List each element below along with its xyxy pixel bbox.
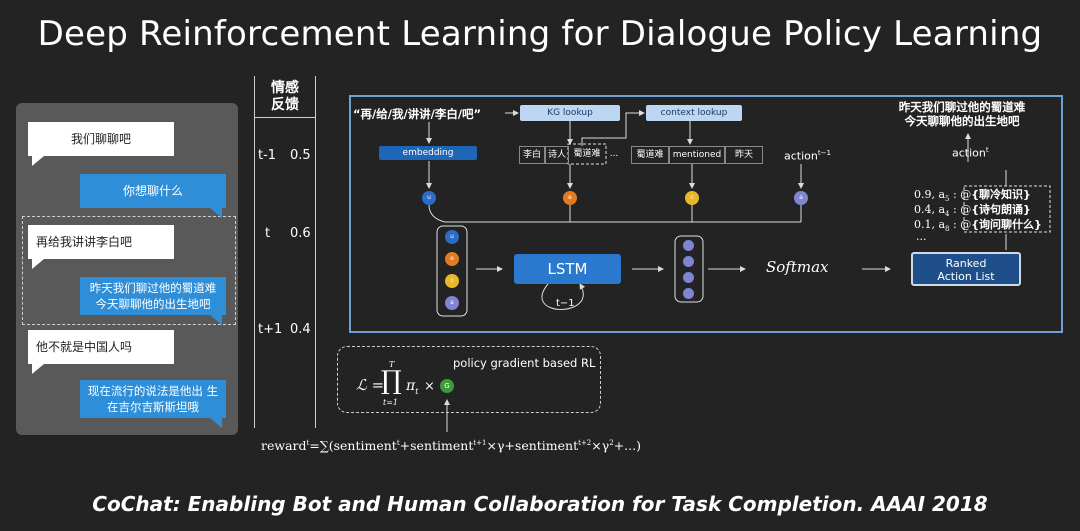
hidden-state-dot <box>683 240 694 251</box>
context-token: 蜀道难 <box>631 146 669 164</box>
e-vector-icon: e <box>445 252 459 266</box>
table-header: 情感 反馈 <box>271 80 299 113</box>
context-token: 昨天 <box>725 146 763 164</box>
context-lookup-box: context lookup <box>646 105 742 121</box>
e-vector-icon: e <box>563 191 577 205</box>
c-vector-icon: c <box>685 191 699 205</box>
a-vector-icon: a <box>794 191 808 205</box>
user-message-2: 再给我讲讲李白吧 <box>28 225 174 259</box>
score-more: ... <box>916 230 927 243</box>
sentiment-value: 0.6 <box>290 226 311 241</box>
sentiment-value: 0.5 <box>290 148 311 163</box>
context-token: mentioned <box>669 146 725 164</box>
loss-lhs: ℒ = <box>356 376 385 394</box>
model-diagram-box <box>349 95 1063 333</box>
time-label: t <box>265 226 271 241</box>
bot-bubble-tail <box>210 315 222 325</box>
kg-token: 蜀道难 <box>573 149 601 159</box>
output-response: 昨天我们聊过他的蜀道难 今天聊聊他的出生地吧 <box>898 100 1026 128</box>
user-bubble-tail <box>32 156 44 166</box>
user-message-3: 他不就是中国人吗 <box>28 330 174 364</box>
bot-message-1: 你想聊什么 <box>80 174 226 208</box>
kg-token: 诗人 <box>545 146 569 164</box>
prod-lower: t=1 <box>383 398 399 407</box>
a-vector-icon: a <box>445 296 459 310</box>
action-prev-label: actiont−1 <box>784 149 831 163</box>
sentiment-value: 0.4 <box>290 322 311 337</box>
kg-token: 李白 <box>519 146 545 164</box>
citation-footer: CoChat: Enabling Bot and Human Collabora… <box>92 492 988 516</box>
c-vector-icon: c <box>445 274 459 288</box>
reward-equation: rewardt=∑(sentimentt+sentimentt+1×γ+sent… <box>261 438 641 453</box>
score-row: 0.4, a4 : @{诗句朗诵} <box>914 203 1031 219</box>
table-line <box>254 117 316 118</box>
time-label: t+1 <box>258 322 283 337</box>
highlighted-turn-box <box>22 216 236 325</box>
times-symbol: × <box>424 379 435 394</box>
u-vector-icon: u <box>422 191 436 205</box>
chat-panel <box>16 103 238 435</box>
prod-symbol: ∏ <box>381 366 402 396</box>
action-label: actiont <box>952 146 989 160</box>
hidden-state-dot <box>683 272 694 283</box>
policy-gradient-label: policy gradient based RL <box>453 356 596 370</box>
time-label: t-1 <box>258 148 277 163</box>
softmax-label: Softmax <box>766 258 829 276</box>
bot-bubble-tail <box>210 418 222 428</box>
slide-title: Deep Reinforcement Learning for Dialogue… <box>37 14 1043 54</box>
user-bubble-tail <box>32 259 44 269</box>
g-return-icon: G <box>440 379 454 393</box>
hidden-state-dot <box>683 288 694 299</box>
hidden-state-dot <box>683 256 694 267</box>
prod-upper: T <box>389 360 395 369</box>
score-row: 0.9, a5 : @{聊冷知识} <box>914 188 1031 204</box>
bot-bubble-tail <box>210 208 222 218</box>
formula-box <box>337 346 601 413</box>
input-utterance: “再/给/我/讲讲/李白/吧” <box>353 107 482 121</box>
loop-label: t−1 <box>556 298 575 309</box>
bot-message-3: 现在流行的说法是他出 生在吉尔吉斯斯坦哦 <box>80 380 226 418</box>
user-bubble-tail <box>32 364 44 374</box>
pi-term: πt <box>406 378 419 396</box>
kg-token: ... <box>609 149 619 159</box>
score-row: 0.1, a8 : @{询问聊什么} <box>914 218 1042 234</box>
table-line <box>315 76 316 428</box>
ranked-action-list-box: Ranked Action List <box>911 252 1021 286</box>
bot-message-2: 昨天我们聊过他的蜀道难 今天聊聊他的出生地吧 <box>80 277 226 315</box>
embedding-box: embedding <box>379 146 477 160</box>
table-line <box>254 76 255 428</box>
u-vector-icon: u <box>445 230 459 244</box>
user-message-1: 我们聊聊吧 <box>28 122 174 156</box>
kg-lookup-box: KG lookup <box>520 105 620 121</box>
lstm-box: LSTM <box>514 254 621 284</box>
